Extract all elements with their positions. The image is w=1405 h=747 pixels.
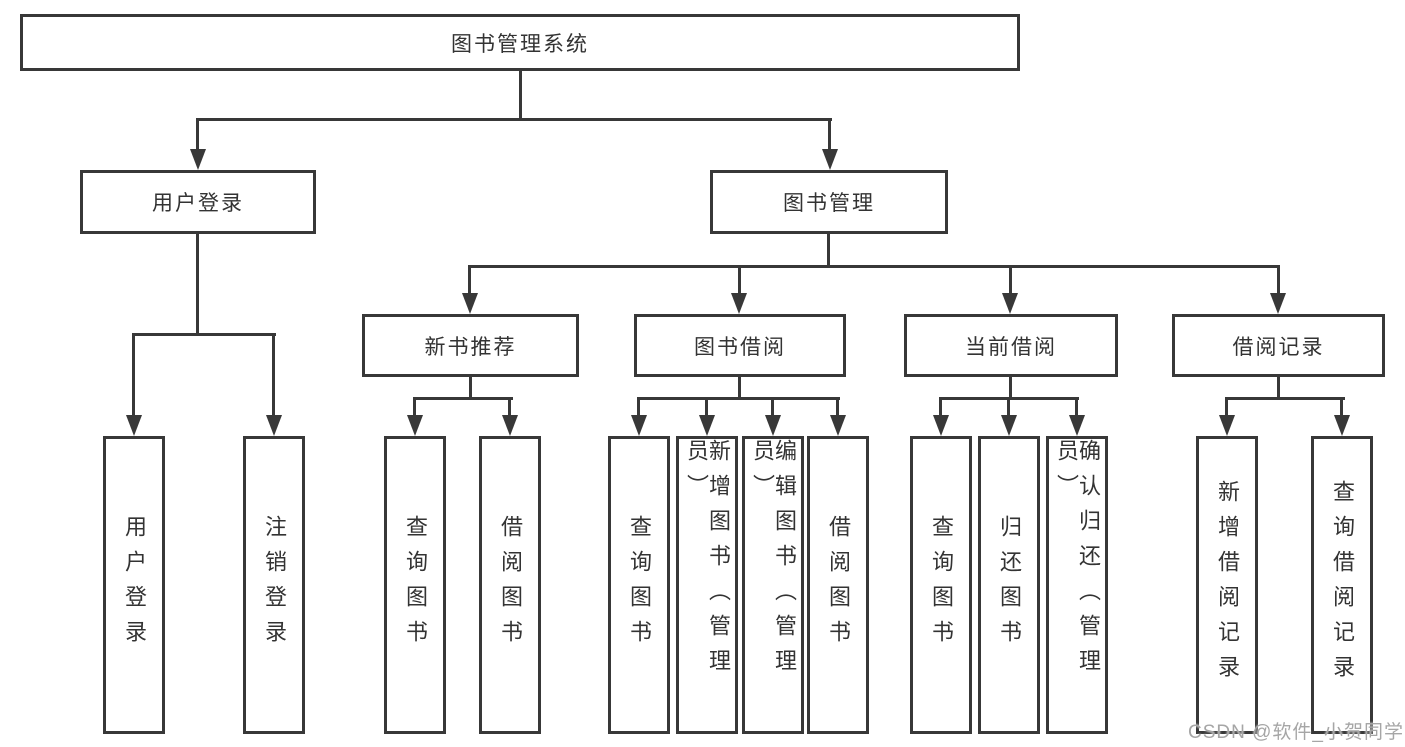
leaf-borrow-query-books-label: 查询图书 <box>627 515 652 655</box>
connector-line <box>413 397 513 400</box>
leaf-user-login-label: 用户登录 <box>122 515 147 655</box>
arrow-down-icon <box>266 415 282 436</box>
node-new-book-recommend: 新书推荐 <box>362 314 579 377</box>
leaf-query-borrow-record-label: 查询借阅记录 <box>1330 480 1355 690</box>
connector-line <box>637 397 640 416</box>
connector-line <box>132 333 135 416</box>
arrow-down-icon <box>1002 293 1018 314</box>
arrow-down-icon <box>1069 415 1085 436</box>
connector-line <box>413 397 416 416</box>
leaf-recommend-query-books: 查询图书 <box>384 436 446 734</box>
leaf-current-query-books: 查询图书 <box>910 436 972 734</box>
arrow-down-icon <box>190 149 206 170</box>
connector-line <box>1009 377 1012 400</box>
leaf-borrow-query-books: 查询图书 <box>608 436 670 734</box>
leaf-add-borrow-record: 新增借阅记录 <box>1196 436 1258 734</box>
connector-line <box>827 234 830 268</box>
arrow-down-icon <box>933 415 949 436</box>
leaf-user-login: 用户登录 <box>103 436 165 734</box>
connector-line <box>1009 265 1012 294</box>
connector-line <box>828 118 831 151</box>
connector-line <box>705 397 708 416</box>
connector-line <box>1225 397 1228 416</box>
connector-line <box>196 118 832 121</box>
leaf-edit-books-admin-label: 编辑图书（管理员） <box>750 439 797 684</box>
arrow-down-icon <box>126 415 142 436</box>
connector-line <box>272 333 275 416</box>
connector-line <box>469 377 472 400</box>
connector-line <box>1225 397 1345 400</box>
connector-line <box>468 265 471 294</box>
leaf-borrow-books: 借阅图书 <box>807 436 869 734</box>
arrow-down-icon <box>830 415 846 436</box>
arrow-down-icon <box>731 293 747 314</box>
node-root-system: 图书管理系统 <box>20 14 1020 71</box>
connector-line <box>1277 265 1280 294</box>
node-current-borrow: 当前借阅 <box>904 314 1118 377</box>
connector-line <box>738 377 741 400</box>
node-current-borrow-label: 当前借阅 <box>965 335 1057 359</box>
leaf-logout: 注销登录 <box>243 436 305 734</box>
connector-line <box>738 265 741 294</box>
connector-line <box>468 265 1280 268</box>
connector-line <box>196 118 199 151</box>
connector-line <box>1277 377 1280 400</box>
leaf-recommend-query-books-label: 查询图书 <box>403 515 428 655</box>
leaf-recommend-borrow-books: 借阅图书 <box>479 436 541 734</box>
leaf-confirm-return-admin-label: 确认归还（管理员） <box>1054 439 1101 684</box>
arrow-down-icon <box>699 415 715 436</box>
leaf-edit-books-admin: 编辑图书（管理员） <box>742 436 804 734</box>
connector-line <box>508 397 511 416</box>
arrow-down-icon <box>822 149 838 170</box>
connector-line <box>771 397 774 416</box>
arrow-down-icon <box>462 293 478 314</box>
connector-line <box>1075 397 1078 416</box>
leaf-current-query-books-label: 查询图书 <box>929 515 954 655</box>
leaf-borrow-books-label: 借阅图书 <box>826 515 851 655</box>
csdn-watermark: CSDN @软件_小贺同学 <box>1188 722 1404 743</box>
leaf-add-books-admin-label: 新增图书（管理员） <box>684 439 731 684</box>
connector-line <box>637 397 840 400</box>
node-user-login-label: 用户登录 <box>152 192 244 215</box>
connector-line <box>836 397 839 416</box>
leaf-add-books-admin: 新增图书（管理员） <box>676 436 738 734</box>
arrow-down-icon <box>407 415 423 436</box>
connector-line <box>939 397 942 416</box>
connector-line <box>519 70 522 118</box>
arrow-down-icon <box>765 415 781 436</box>
connector-line <box>1340 397 1343 416</box>
arrow-down-icon <box>1001 415 1017 436</box>
node-user-login: 用户登录 <box>80 170 316 234</box>
node-borrow-record-label: 借阅记录 <box>1232 335 1325 359</box>
node-new-book-recommend-label: 新书推荐 <box>424 335 517 359</box>
arrow-down-icon <box>502 415 518 436</box>
node-book-borrow: 图书借阅 <box>634 314 846 377</box>
node-borrow-record: 借阅记录 <box>1172 314 1385 377</box>
arrow-down-icon <box>1270 293 1286 314</box>
leaf-recommend-borrow-books-label: 借阅图书 <box>498 515 523 655</box>
arrow-down-icon <box>1334 415 1350 436</box>
arrow-down-icon <box>1219 415 1235 436</box>
leaf-logout-label: 注销登录 <box>262 515 287 655</box>
leaf-return-books: 归还图书 <box>978 436 1040 734</box>
node-book-management: 图书管理 <box>710 170 948 234</box>
node-root-system-label: 图书管理系统 <box>451 32 589 56</box>
connector-line <box>196 234 199 336</box>
node-book-management-label: 图书管理 <box>783 192 875 215</box>
connector-line <box>1007 397 1010 416</box>
leaf-add-borrow-record-label: 新增借阅记录 <box>1215 480 1240 690</box>
leaf-query-borrow-record: 查询借阅记录 <box>1311 436 1373 734</box>
leaf-return-books-label: 归还图书 <box>997 515 1022 655</box>
leaf-confirm-return-admin: 确认归还（管理员） <box>1046 436 1108 734</box>
node-book-borrow-label: 图书借阅 <box>694 335 786 359</box>
connector-line <box>132 333 276 336</box>
arrow-down-icon <box>631 415 647 436</box>
